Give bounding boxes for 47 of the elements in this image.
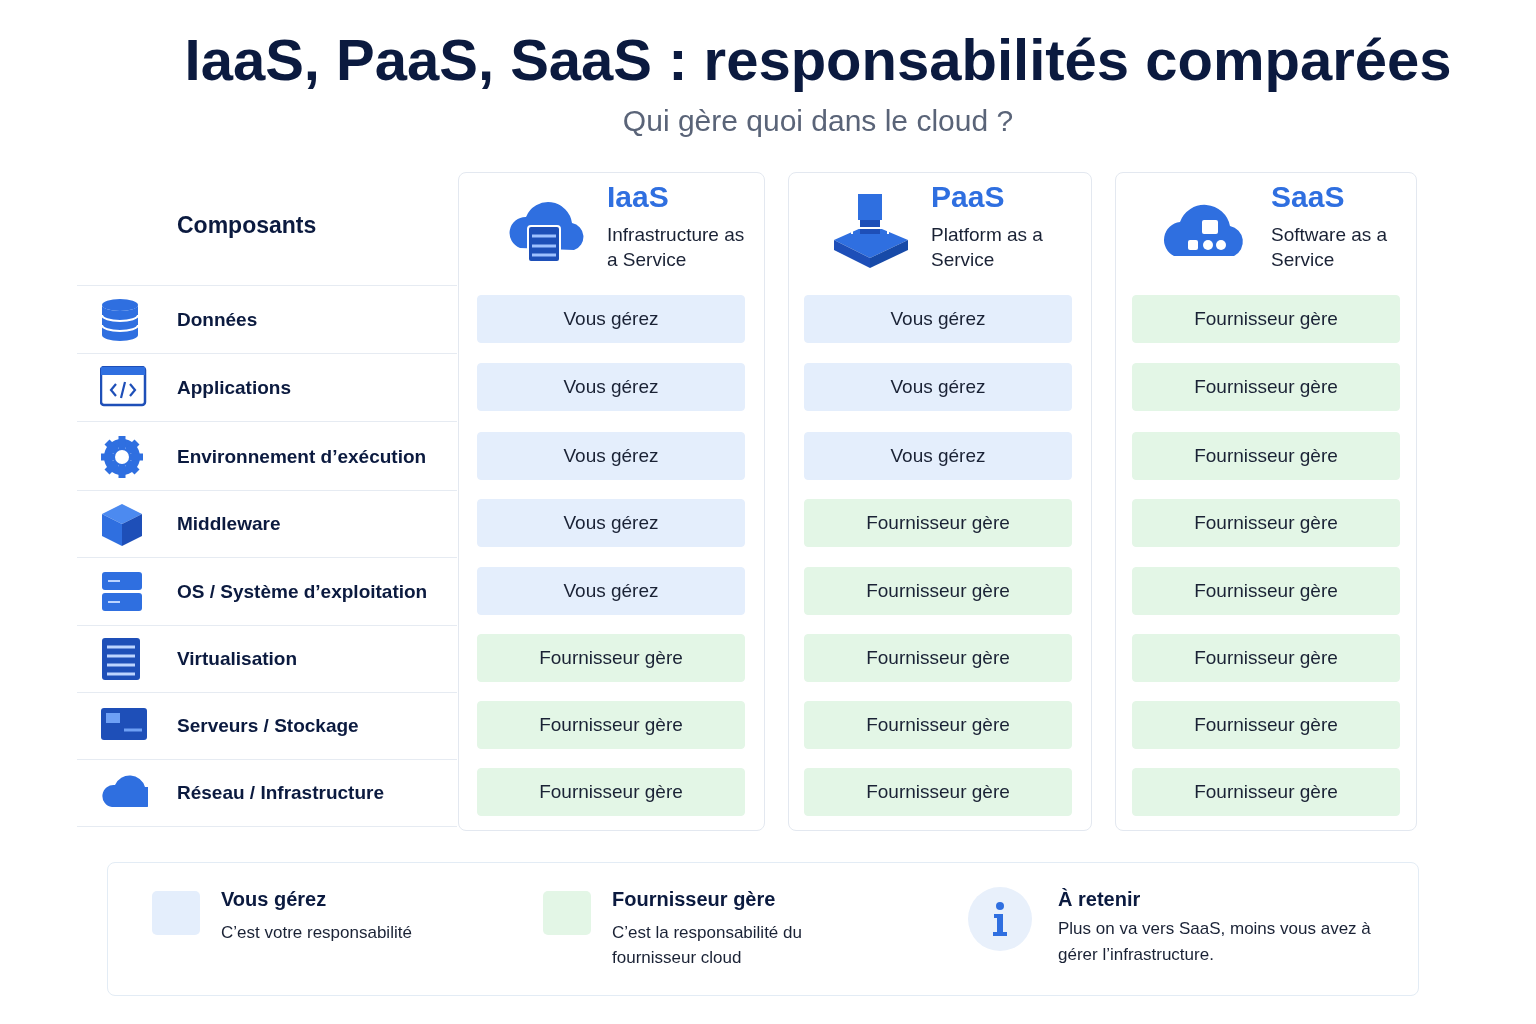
- responsibility-cell: Fournisseur gère: [477, 634, 745, 682]
- responsibility-cell: Fournisseur gère: [1132, 432, 1400, 480]
- service-name: SaaS: [1271, 180, 1345, 214]
- service-name: PaaS: [931, 180, 1005, 214]
- component-name: Applications: [177, 377, 291, 399]
- responsibility-cell: Vous gérez: [477, 295, 745, 343]
- subtitle: Qui gère quoi dans le cloud ?: [621, 104, 1015, 138]
- note-heading: À retenir: [1058, 888, 1141, 911]
- responsibility-cell: Fournisseur gère: [1132, 634, 1400, 682]
- legend-label: Vous gérez: [221, 888, 327, 911]
- responsibility-cell: Vous gérez: [804, 363, 1072, 411]
- legend-label: Fournisseur gère: [612, 888, 776, 911]
- service-description: Software as a Service: [1271, 223, 1389, 272]
- responsibility-cell: Fournisseur gère: [804, 701, 1072, 749]
- component-name: Serveurs / Stockage: [177, 715, 359, 737]
- responsibility-cell: Fournisseur gère: [804, 499, 1072, 547]
- service-description: Platform as a Service: [931, 223, 1044, 272]
- component-name: Virtualisation: [177, 648, 297, 670]
- legend-description: C’est la responsabilité du fournisseur cloud: [612, 922, 803, 969]
- responsibility-cell: Fournisseur gère: [804, 634, 1072, 682]
- responsibility-cell: Vous gérez: [804, 295, 1072, 343]
- component-name: Middleware: [177, 513, 281, 535]
- responsibility-cell: Fournisseur gère: [804, 567, 1072, 615]
- responsibility-cell: Fournisseur gère: [1132, 295, 1400, 343]
- responsibility-cell: Vous gérez: [804, 432, 1072, 480]
- service-name: IaaS: [607, 180, 669, 214]
- legend-description: C’est votre responsabilité: [221, 922, 413, 944]
- responsibility-cell: Fournisseur gère: [1132, 567, 1400, 615]
- title: IaaS, PaaS, SaaS : responsabilités comparées: [183, 26, 1453, 93]
- responsibility-cell: Vous gérez: [477, 499, 745, 547]
- responsibility-cell: Fournisseur gère: [477, 701, 745, 749]
- responsibility-cell: Fournisseur gère: [477, 768, 745, 816]
- responsibility-cell: Vous gérez: [477, 567, 745, 615]
- column-heading: Composants: [177, 212, 317, 239]
- responsibility-cell: Fournisseur gère: [804, 768, 1072, 816]
- note-text: Plus on va vers SaaS, moins vous avez à gérer l’infrastructure.: [1058, 918, 1372, 966]
- component-name: Réseau / Infrastructure: [177, 782, 384, 804]
- service-description: Infrastructure as a Service: [607, 223, 746, 272]
- responsibility-cell: Fournisseur gère: [1132, 768, 1400, 816]
- responsibility-cell: Vous gérez: [477, 432, 745, 480]
- component-name: Données: [177, 309, 258, 331]
- component-name: Environnement d’exécution: [177, 446, 427, 468]
- component-name: OS / Système d’exploitation: [177, 581, 428, 603]
- responsibility-cell: Fournisseur gère: [1132, 363, 1400, 411]
- responsibility-cell: Fournisseur gère: [1132, 701, 1400, 749]
- responsibility-cell: Fournisseur gère: [1132, 499, 1400, 547]
- responsibility-cell: Vous gérez: [477, 363, 745, 411]
